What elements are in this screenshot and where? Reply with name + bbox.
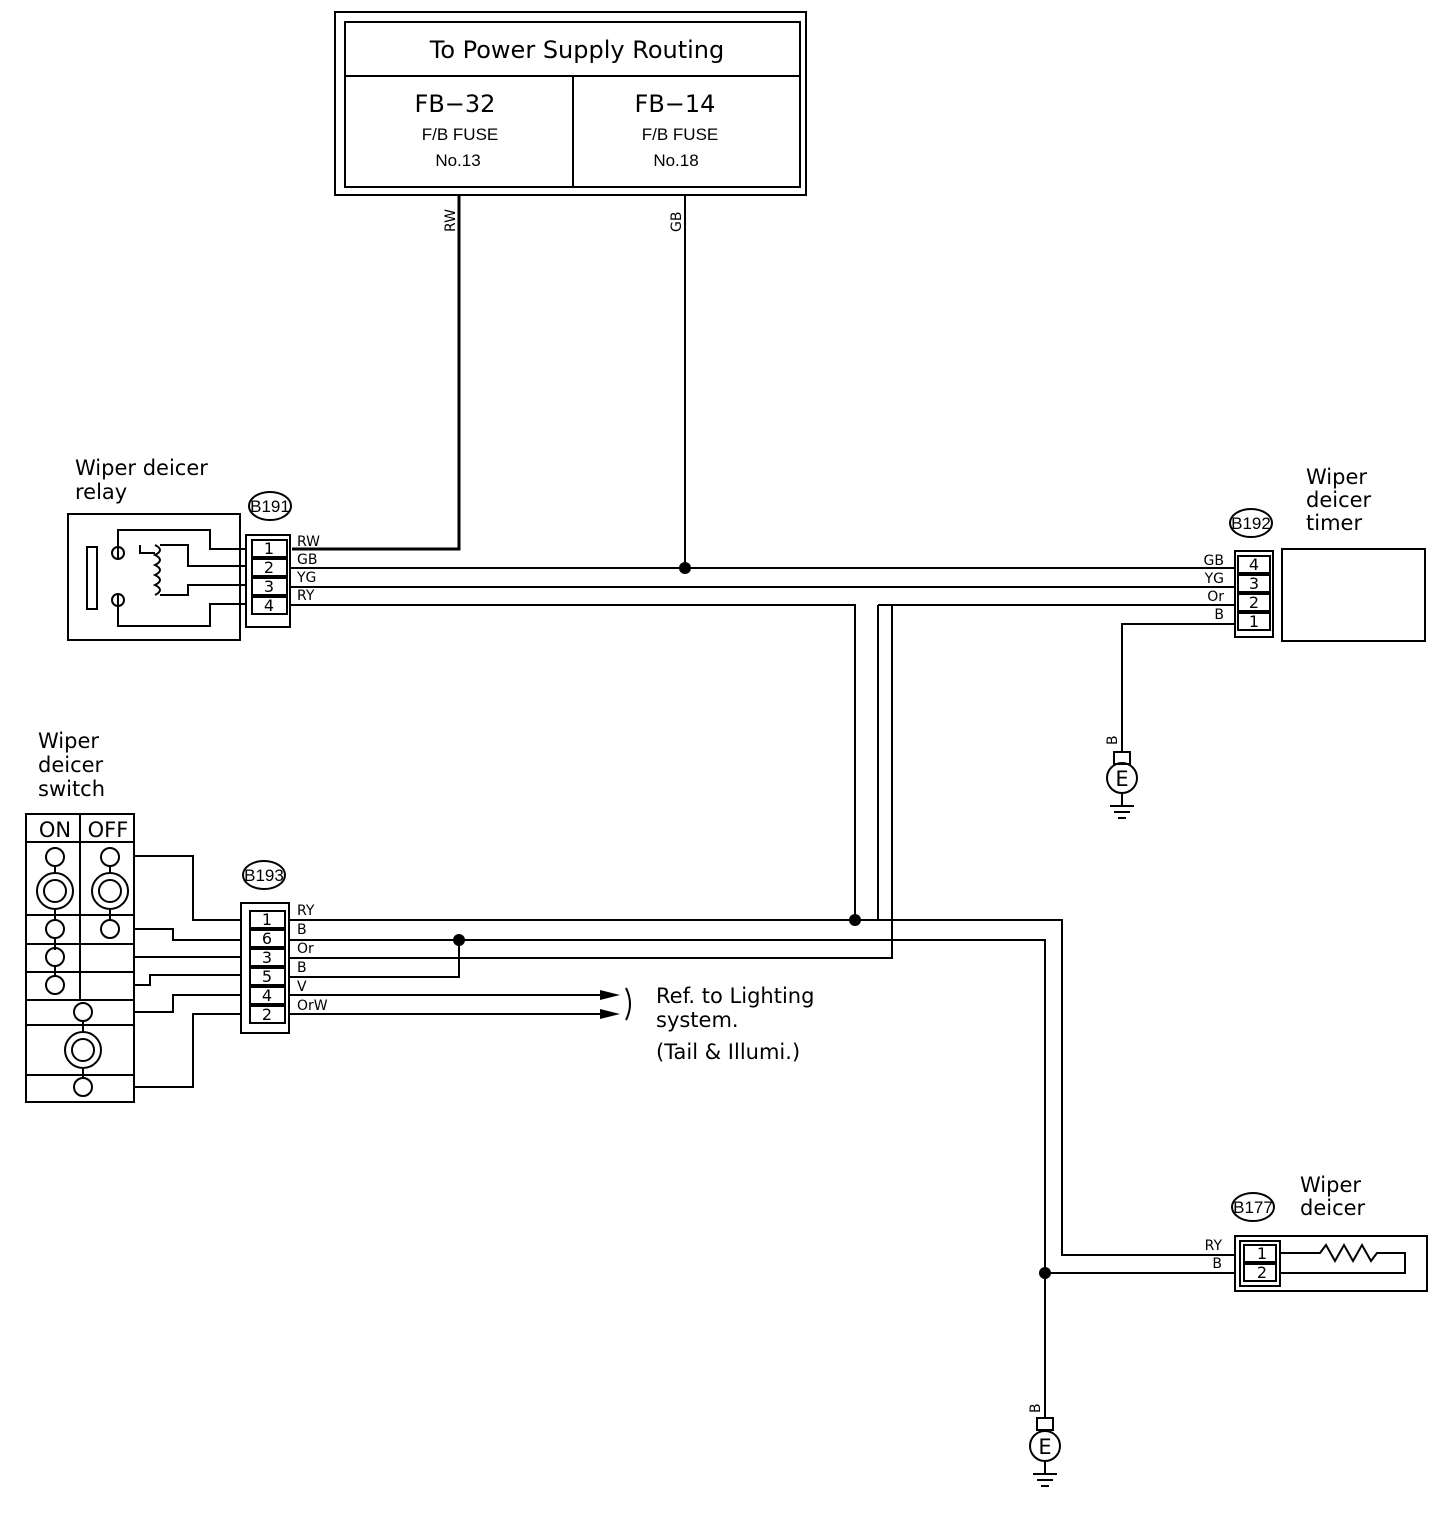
- timer-label-line1: Wiper: [1306, 465, 1367, 489]
- timer-ground-wire-label: B: [1105, 735, 1121, 745]
- fuse-box-left-type: F/B FUSE: [422, 125, 499, 144]
- wire-label-gb-top: GB: [669, 212, 685, 232]
- timer-pin: 3: [1249, 574, 1259, 593]
- deicer-label-line2: deicer: [1300, 1196, 1366, 1220]
- timer-connector-id: B192: [1231, 514, 1271, 533]
- power-supply-title: To Power Supply Routing: [429, 36, 725, 64]
- wiper-deicer-switch: Wiper deicer switch ON OFF: [25, 729, 328, 1103]
- lighting-ref-line3: (Tail & Illumi.): [656, 1040, 800, 1064]
- wire-label-rw-top: RW: [443, 209, 459, 232]
- bracket-icon: [625, 987, 631, 1021]
- switch-wire-label: Or: [297, 941, 314, 957]
- resistor-icon: [1280, 1242, 1406, 1274]
- relay-connector-id: B191: [250, 497, 290, 516]
- relay-pin: 4: [264, 596, 274, 615]
- timer-wire-label: YG: [1204, 571, 1224, 587]
- relay-label-line2: relay: [75, 480, 127, 504]
- deicer-label-line1: Wiper: [1300, 1173, 1361, 1197]
- relay-pin: 3: [264, 577, 274, 596]
- relay-wire-label: RW: [297, 534, 320, 550]
- switch-terminal-icon: [73, 1077, 93, 1097]
- switch-wire-label: B: [297, 960, 307, 976]
- switch-on-label: ON: [39, 818, 71, 842]
- supply-wires: RW GB: [292, 196, 686, 568]
- relay-timer-harness: [290, 562, 1235, 959]
- switch-label-line2: deicer: [38, 753, 104, 777]
- lighting-ref-line1: Ref. to Lighting: [656, 984, 814, 1008]
- wiper-deicer-relay: Wiper deicer relay B191 1 2 3 4 RW GB YG…: [67, 456, 320, 641]
- relay-wire-label: GB: [297, 552, 317, 568]
- switch-pin: 5: [262, 967, 272, 986]
- switch-connector-badge: [242, 860, 286, 890]
- deicer-wire-label: RY: [1205, 1238, 1223, 1254]
- lighting-ref-line2: system.: [656, 1008, 739, 1032]
- deicer-connector-id: B177: [1233, 1198, 1273, 1217]
- timer-label-line3: timer: [1306, 511, 1362, 535]
- relay-pin: 2: [264, 558, 274, 577]
- timer-wire-label: Or: [1207, 589, 1224, 605]
- switch-connector-id: B193: [244, 866, 284, 885]
- timer-label-line2: deicer: [1306, 488, 1372, 512]
- switch-terminal-icon: [100, 919, 120, 939]
- splice-ry: [849, 914, 861, 926]
- deicer-ground-wire-label: B: [1028, 1403, 1044, 1413]
- splice-b: [453, 934, 465, 946]
- fuse-box-left-number: No.13: [435, 151, 480, 170]
- deicer-pin: 1: [1257, 1244, 1267, 1263]
- timer-wire-label: B: [1214, 607, 1224, 623]
- switch-terminal-icon: [45, 975, 65, 995]
- arrow-icon: [600, 990, 620, 1000]
- relay-pin: 1: [264, 539, 274, 558]
- timer-pin: 4: [1249, 555, 1259, 574]
- deicer-ground-label: E: [1038, 1435, 1051, 1459]
- timer-pin: 1: [1249, 612, 1259, 631]
- splice-gb: [679, 562, 691, 574]
- wiper-deicer-timer: Wiper deicer timer B192 4 3 2 1 GB YG Or…: [1105, 465, 1426, 819]
- switch-pin: 6: [262, 929, 272, 948]
- deicer-wire-label: B: [1212, 1256, 1222, 1272]
- switch-harness: Ref. to Lighting system. (Tail & Illumi.…: [289, 914, 1235, 1274]
- fuse-box-right-code: FB−14: [635, 90, 716, 118]
- relay-coil-icon: [152, 544, 161, 596]
- timer-connector-badge: [1229, 508, 1273, 538]
- timer-body: [1281, 548, 1426, 642]
- timer-pin: 2: [1249, 593, 1259, 612]
- relay-wire-label: RY: [297, 588, 315, 604]
- relay-label-line1: Wiper deicer: [75, 456, 208, 480]
- fuse-box-right-number: No.18: [653, 151, 698, 170]
- relay-connector: [245, 534, 291, 628]
- deicer-pin: 2: [1257, 1263, 1267, 1282]
- switch-label-line1: Wiper: [38, 729, 99, 753]
- relay-contact-bar: [86, 546, 98, 610]
- switch-pin: 4: [262, 986, 272, 1005]
- switch-wire-label: B: [297, 922, 307, 938]
- relay-wire-label: YG: [296, 570, 316, 586]
- timer-wire-label: GB: [1204, 553, 1224, 569]
- timer-ground-label: E: [1115, 767, 1128, 791]
- power-supply-box: To Power Supply Routing FB−32 F/B FUSE N…: [334, 11, 807, 196]
- switch-pin: 3: [262, 948, 272, 967]
- wiper-deicer-element: Wiper deicer B177 1 2 RY B B E: [1028, 1173, 1428, 1487]
- switch-wire-label: V: [297, 979, 307, 995]
- switch-wire-label: OrW: [297, 998, 328, 1014]
- fuse-box-left-code: FB−32: [415, 90, 496, 118]
- switch-wire-label: RY: [297, 903, 315, 919]
- switch-label-line3: switch: [38, 777, 105, 801]
- fuse-box-right-type: F/B FUSE: [642, 125, 719, 144]
- switch-pin: 2: [262, 1005, 272, 1024]
- relay-connector-badge: [248, 491, 292, 521]
- switch-off-label: OFF: [88, 818, 129, 842]
- deicer-connector-badge: [1231, 1192, 1275, 1222]
- switch-pin: 1: [262, 910, 272, 929]
- arrow-icon: [600, 1009, 620, 1019]
